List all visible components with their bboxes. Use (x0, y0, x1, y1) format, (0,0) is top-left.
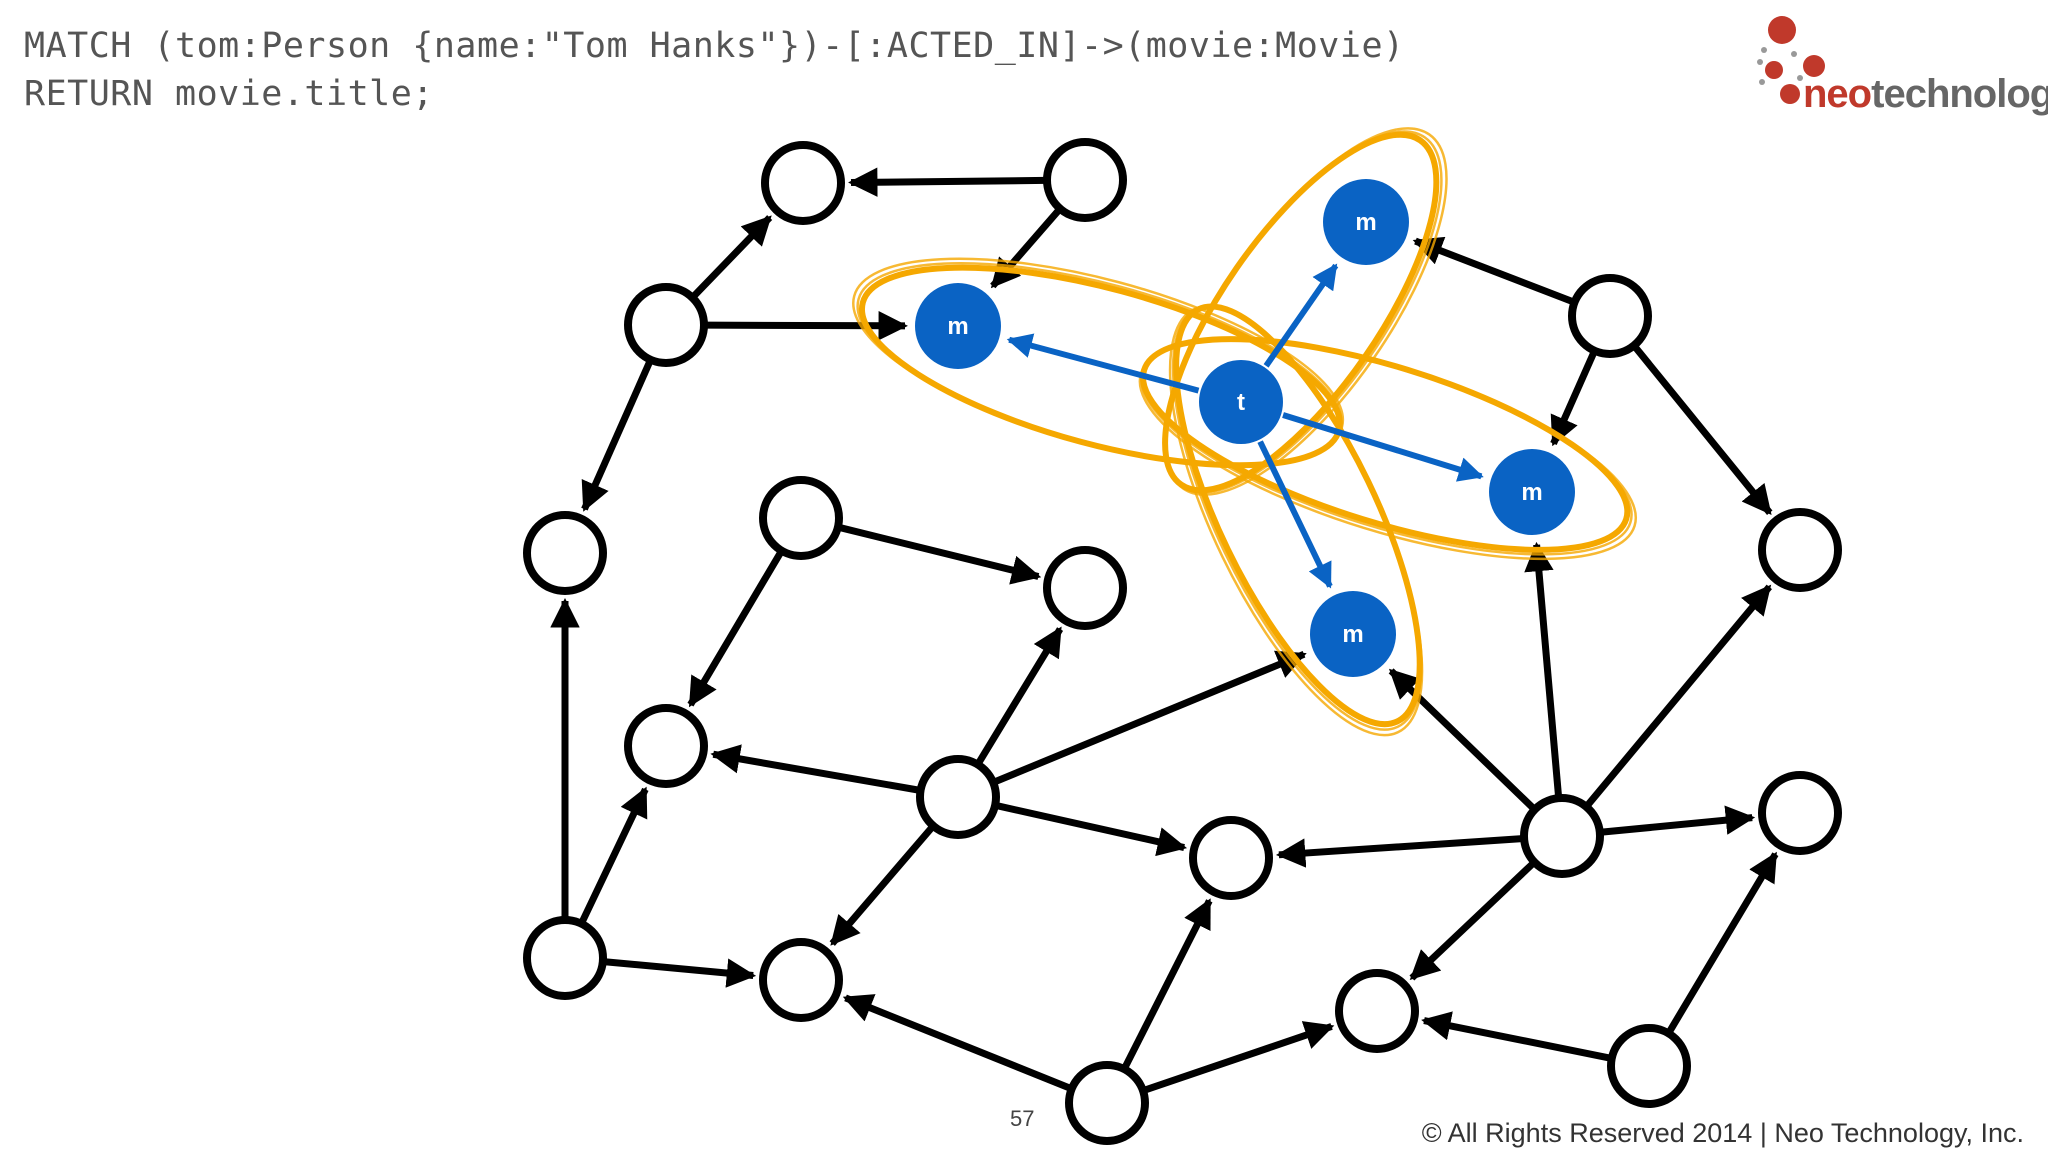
movie-node (915, 283, 1001, 369)
graph-node (1043, 546, 1127, 630)
movie-node-label: m (1355, 209, 1376, 236)
edge-arrow (1524, 541, 1563, 797)
graph-node (1758, 508, 1842, 592)
cypher-query: MATCH (tom:Person {name:"Tom Hanks"})-[:… (24, 22, 1405, 118)
neo-technology-logo (1757, 16, 1825, 104)
edge-arrow (839, 524, 1042, 585)
edge-arrow (996, 802, 1188, 857)
edge-arrow (1388, 668, 1536, 811)
edge-arrow (691, 215, 773, 299)
edge-arrow (1409, 860, 1536, 981)
edge-arrow (1632, 344, 1773, 516)
edge-arrow (581, 360, 653, 512)
graph-node (1189, 816, 1273, 900)
graph-node (523, 916, 607, 1000)
edge-arrow (1412, 236, 1574, 305)
graph-node (916, 755, 1000, 839)
graph-node (1335, 969, 1419, 1053)
graph-nodes: t m m m m (523, 138, 1842, 1145)
acted-in-edges (1006, 263, 1484, 589)
acted-in-arrow (1257, 440, 1333, 589)
edge-arrow (842, 994, 1072, 1092)
edge-arrow (1143, 1021, 1335, 1094)
graph-node (523, 511, 607, 595)
movie-node (1323, 179, 1409, 265)
acted-in-arrow (1282, 412, 1484, 482)
edge-arrow (705, 311, 908, 341)
graph-node (1568, 274, 1652, 358)
graph-node (759, 476, 843, 560)
edge-arrow (975, 626, 1064, 765)
graph-node (759, 938, 843, 1022)
movie-node-label: m (1342, 621, 1363, 648)
acted-in-arrow (1006, 333, 1200, 394)
movie-node-label: m (947, 313, 968, 340)
edge-arrow (993, 650, 1307, 785)
result-highlight-loop (1168, 304, 1424, 737)
query-line-2: RETURN movie.title; (24, 74, 434, 114)
edge-arrow (1121, 898, 1213, 1069)
edge-arrow (848, 167, 1046, 197)
graph-node (1520, 794, 1604, 878)
logo-neo-text: neo (1803, 72, 1872, 116)
edge-arrow (1601, 805, 1756, 836)
graph-node (761, 141, 845, 225)
page-number: 57 (1010, 1106, 1035, 1131)
acted-in-arrow (1263, 263, 1339, 368)
edge-arrow (604, 958, 757, 988)
edge-arrow (1584, 584, 1772, 808)
edge-arrow (579, 786, 649, 924)
graph-node (1758, 771, 1842, 855)
edge-arrow (710, 744, 920, 794)
edge-arrow (990, 207, 1062, 289)
query-line-1: MATCH (tom:Person {name:"Tom Hanks"})-[:… (24, 26, 1405, 66)
edge-arrow (1275, 835, 1523, 868)
graph-node (624, 283, 708, 367)
tom-hanks-node (1199, 360, 1283, 444)
logo-technology-text: technology (1871, 72, 2048, 116)
movie-node-label: m (1521, 479, 1542, 506)
graph-node (1607, 1024, 1691, 1108)
edge-arrow (1666, 851, 1779, 1034)
logo-wordmark: neotechnology (1803, 72, 2048, 117)
edge-arrow (1550, 351, 1597, 447)
graph-edges (550, 167, 1779, 1094)
tom-node-label: t (1237, 389, 1245, 416)
graph-node (1065, 1061, 1149, 1145)
graph-node (1043, 138, 1127, 222)
movie-node (1310, 591, 1396, 677)
movie-node (1489, 449, 1575, 535)
edge-arrow (687, 550, 784, 708)
edge-arrow (829, 825, 935, 946)
graph-node (624, 704, 708, 788)
edge-arrow (1421, 1011, 1611, 1062)
copyright-notice: © All Rights Reserved 2014 | Neo Technol… (1421, 1118, 2024, 1148)
